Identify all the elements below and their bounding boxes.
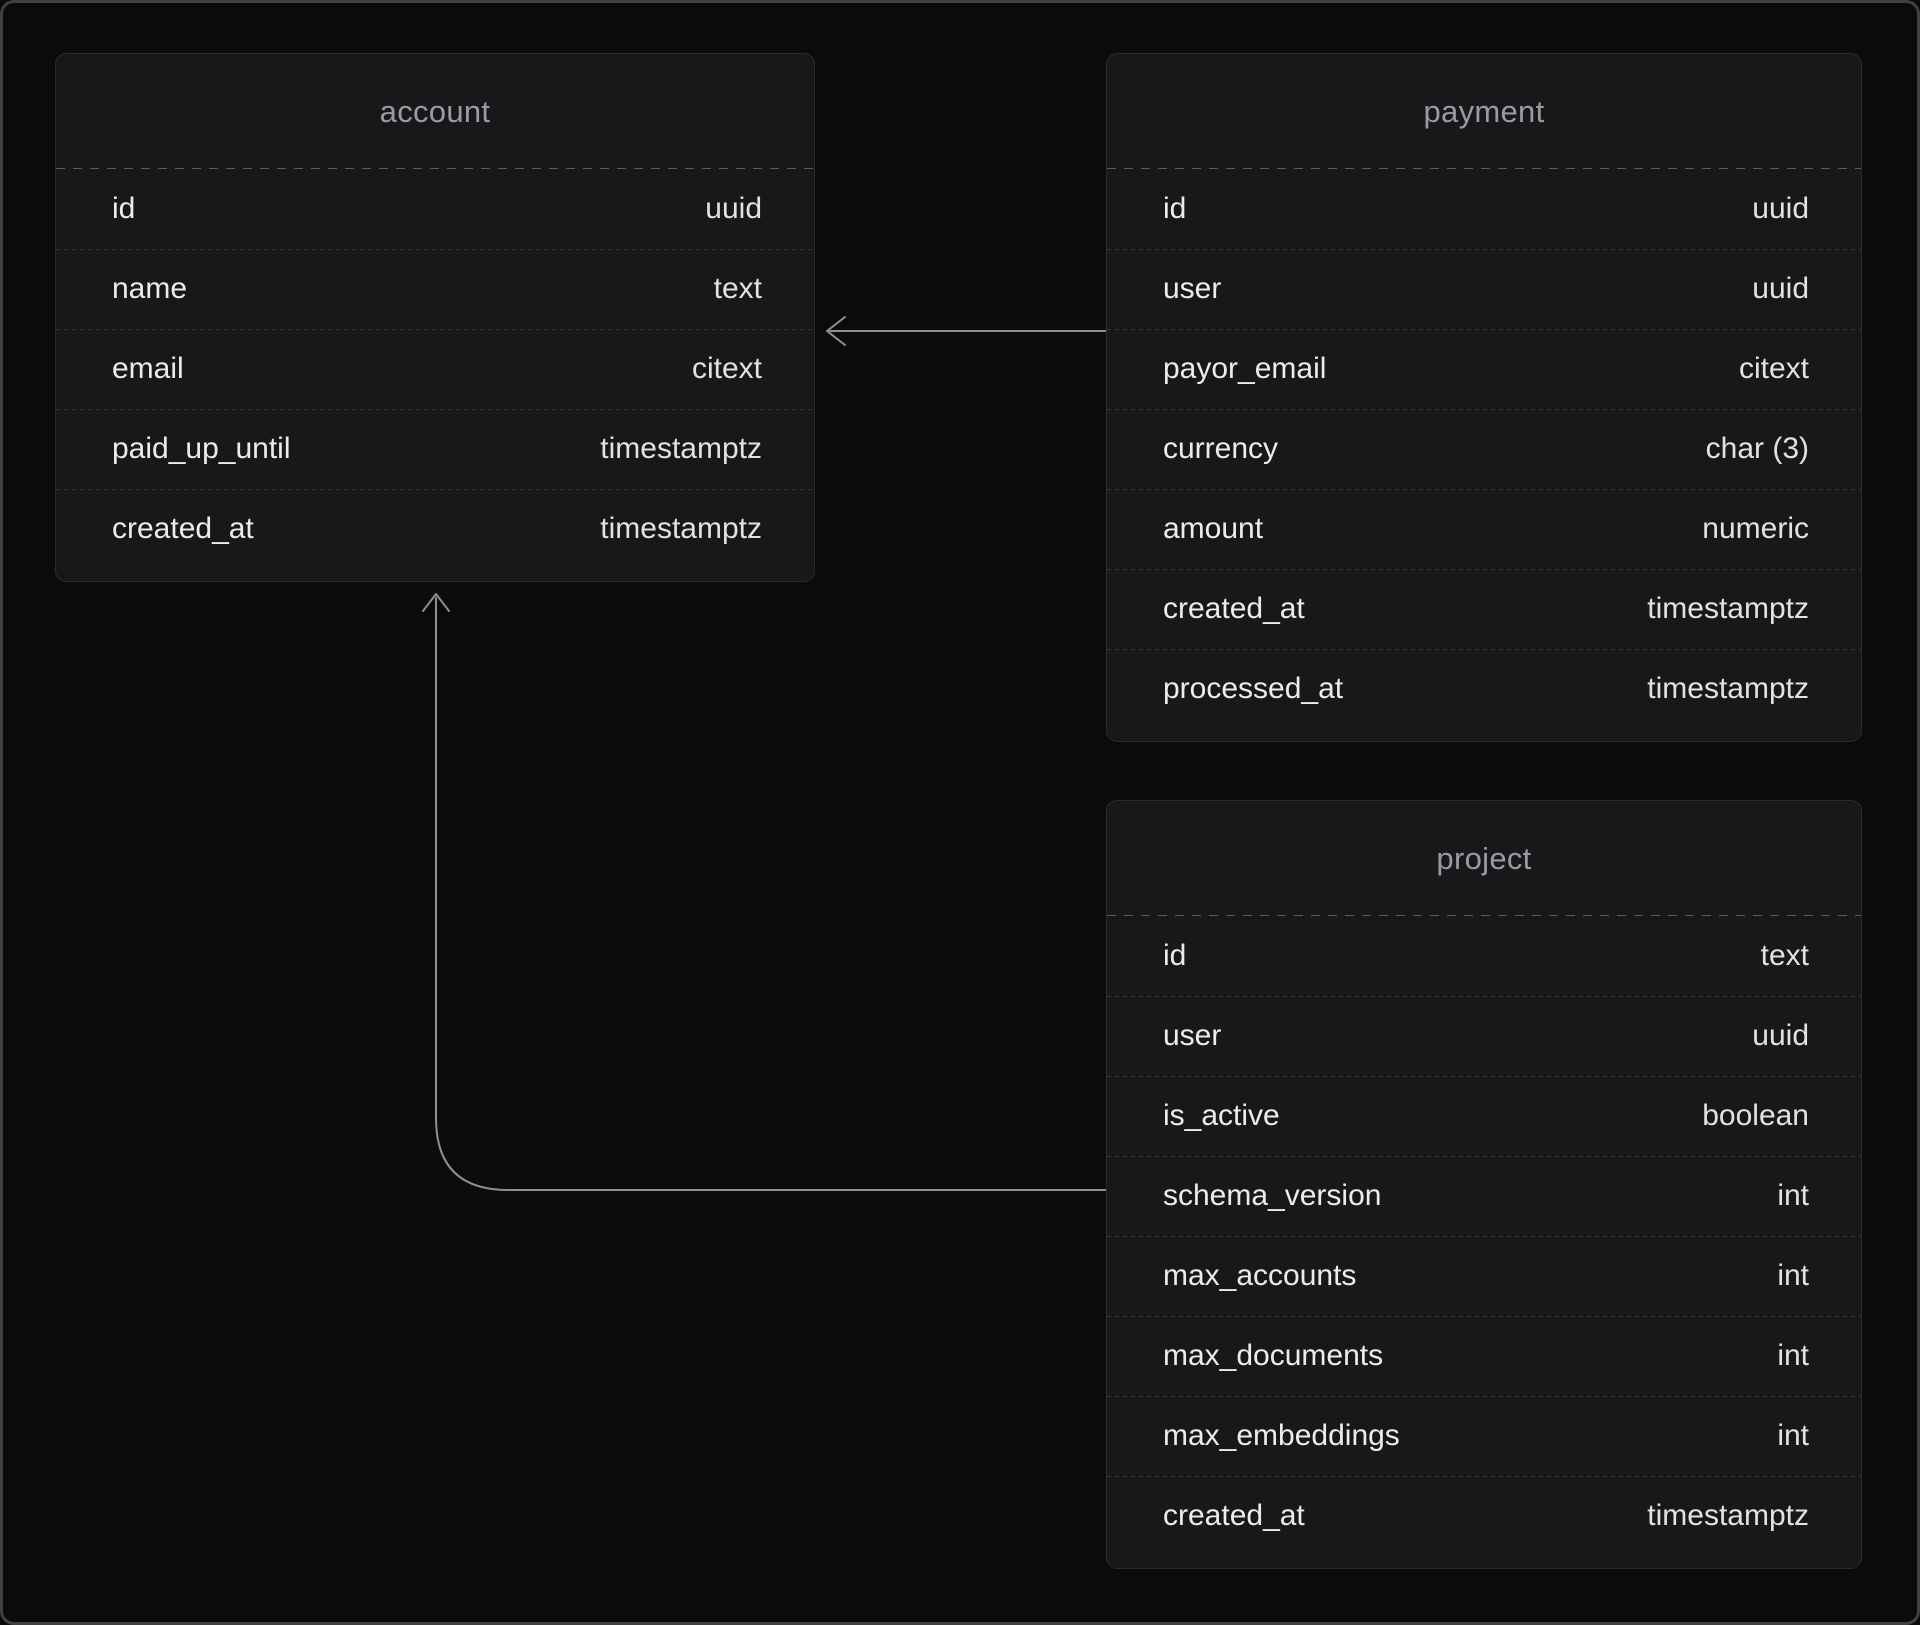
table-rows: id uuid user uuid payor_email citext cur…	[1107, 169, 1861, 729]
field-type: text	[1760, 939, 1809, 972]
field-type: int	[1777, 1419, 1809, 1452]
field-type: numeric	[1702, 512, 1809, 545]
table-title: account	[379, 93, 491, 129]
table-row: processed_at timestamptz	[1107, 649, 1861, 729]
field-name: currency	[1163, 432, 1279, 465]
field-name: id	[112, 192, 136, 225]
field-name: max_accounts	[1163, 1259, 1357, 1292]
table-row: user uuid	[1107, 996, 1861, 1076]
field-name: schema_version	[1163, 1179, 1382, 1212]
table-rows: id text user uuid is_active boolean sche…	[1107, 916, 1861, 1556]
field-name: is_active	[1163, 1099, 1280, 1132]
table-rows: id uuid name text email citext paid_up_u…	[56, 169, 814, 569]
table-header: project	[1107, 801, 1861, 916]
field-name: paid_up_until	[112, 432, 291, 465]
field-name: id	[1163, 939, 1187, 972]
field-name: payor_email	[1163, 352, 1327, 385]
table-row: email citext	[56, 329, 814, 409]
table-header: payment	[1107, 54, 1861, 169]
field-type: citext	[1738, 352, 1809, 385]
field-type: char (3)	[1705, 432, 1809, 465]
table-row: created_at timestamptz	[56, 489, 814, 569]
field-name: created_at	[112, 512, 254, 545]
field-type: timestamptz	[1647, 592, 1809, 625]
table-row: created_at timestamptz	[1107, 569, 1861, 649]
table-row: max_documents int	[1107, 1316, 1861, 1396]
field-type: timestamptz	[600, 512, 762, 545]
field-type: citext	[691, 352, 762, 385]
field-name: processed_at	[1163, 672, 1344, 705]
field-type: timestamptz	[1647, 672, 1809, 705]
field-name: max_documents	[1163, 1339, 1384, 1372]
field-type: boolean	[1702, 1099, 1809, 1132]
table-title: payment	[1423, 93, 1545, 129]
field-type: int	[1777, 1179, 1809, 1212]
table-row: user uuid	[1107, 249, 1861, 329]
table-row: currency char (3)	[1107, 409, 1861, 489]
table-row: created_at timestamptz	[1107, 1476, 1861, 1556]
table-account[interactable]: account id uuid name text email citext p…	[55, 53, 815, 582]
field-type: uuid	[1752, 1019, 1809, 1052]
field-name: email	[112, 352, 184, 385]
field-type: uuid	[1752, 192, 1809, 225]
field-name: created_at	[1163, 1499, 1305, 1532]
field-type: uuid	[1752, 272, 1809, 305]
table-row: id uuid	[56, 169, 814, 249]
table-row: payor_email citext	[1107, 329, 1861, 409]
table-row: id text	[1107, 916, 1861, 996]
field-type: int	[1777, 1259, 1809, 1292]
field-type: int	[1777, 1339, 1809, 1372]
field-type: timestamptz	[1647, 1499, 1809, 1532]
table-row: max_embeddings int	[1107, 1396, 1861, 1476]
table-row: paid_up_until timestamptz	[56, 409, 814, 489]
field-name: user	[1163, 272, 1222, 305]
table-payment[interactable]: payment id uuid user uuid payor_email ci…	[1106, 53, 1862, 742]
field-name: user	[1163, 1019, 1222, 1052]
table-project[interactable]: project id text user uuid is_active bool…	[1106, 800, 1862, 1569]
field-name: max_embeddings	[1163, 1419, 1400, 1452]
table-row: is_active boolean	[1107, 1076, 1861, 1156]
field-name: created_at	[1163, 592, 1305, 625]
table-row: id uuid	[1107, 169, 1861, 249]
field-name: name	[112, 272, 188, 305]
relation-arrow-project-account	[422, 593, 1107, 1191]
field-type: timestamptz	[600, 432, 762, 465]
table-header: account	[56, 54, 814, 169]
field-type: uuid	[705, 192, 762, 225]
table-title: project	[1436, 840, 1532, 876]
table-row: max_accounts int	[1107, 1236, 1861, 1316]
table-row: amount numeric	[1107, 489, 1861, 569]
table-row: name text	[56, 249, 814, 329]
relation-arrow-payment-account	[826, 316, 1107, 346]
field-name: amount	[1163, 512, 1264, 545]
field-type: text	[713, 272, 762, 305]
field-name: id	[1163, 192, 1187, 225]
table-row: schema_version int	[1107, 1156, 1861, 1236]
